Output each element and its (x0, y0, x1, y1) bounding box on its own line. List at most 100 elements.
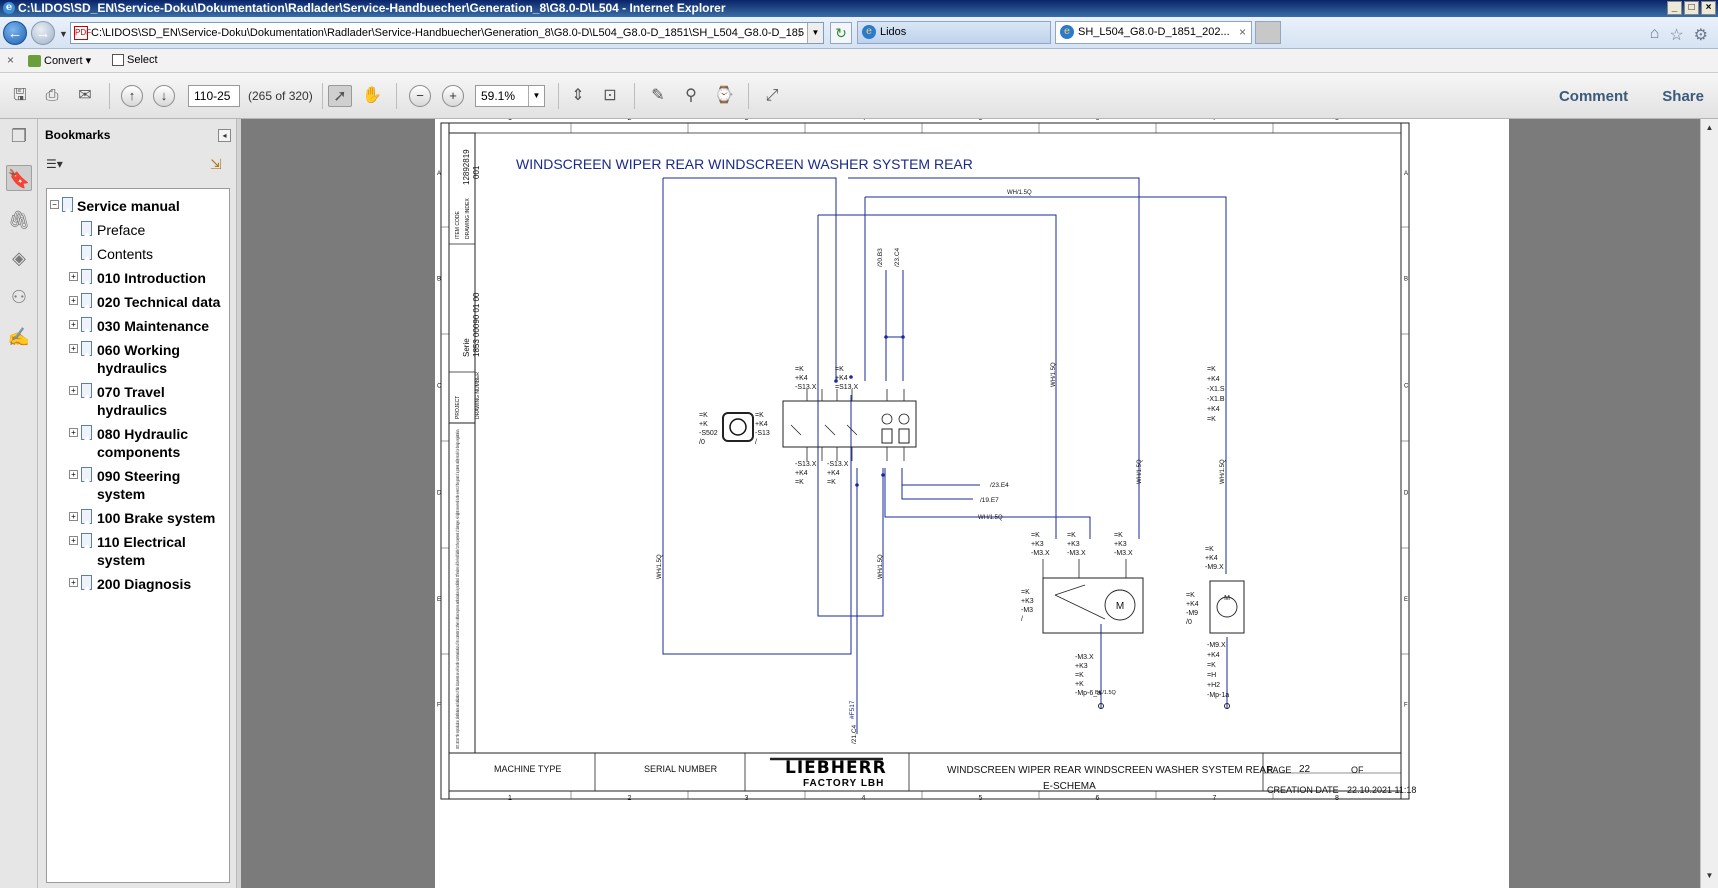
expand-icon[interactable]: + (69, 296, 78, 305)
convert-button[interactable]: Convert ▾ (28, 54, 91, 68)
panel-splitter[interactable] (236, 119, 241, 888)
wire-inner-mid (818, 214, 1057, 539)
next-page-button[interactable]: ↓ (152, 85, 176, 107)
bookmark-item[interactable]: +060 Working hydraulics (47, 341, 229, 377)
collapse-panel-icon[interactable]: ◂ (218, 129, 231, 142)
print-icon[interactable]: ⎙ (45, 87, 59, 104)
minimize-button[interactable]: _ (1667, 1, 1682, 15)
grid-row-label: B (1404, 277, 1408, 283)
schematic-label: -Mp-6_a (1075, 690, 1101, 697)
maximize-button[interactable]: □ (1684, 1, 1699, 15)
bookmark-item[interactable]: +010 Introduction (47, 269, 229, 287)
zoom-select[interactable]: 59.1% ▼ (475, 85, 545, 107)
bookmark-item[interactable]: +100 Brake system (47, 509, 229, 527)
full-screen-icon[interactable]: ⤢ (765, 87, 779, 104)
switch-contact (790, 424, 802, 436)
email-icon[interactable]: ✉ (78, 87, 92, 104)
wire-junction (855, 483, 859, 487)
refresh-button[interactable]: ↻ (830, 22, 852, 44)
bookmark-item[interactable]: +020 Technical data (47, 293, 229, 311)
vertical-scrollbar[interactable]: ▲ ▼ (1700, 119, 1718, 888)
bookmark-options-icon[interactable]: ☰▾ (46, 157, 63, 171)
tab-service-manual[interactable]: e SH_L504_G8.0-D_1851_202... × (1055, 21, 1252, 44)
scroll-up-icon[interactable]: ▲ (1705, 123, 1714, 132)
expand-icon[interactable]: + (69, 386, 78, 395)
bookmark-item[interactable]: +090 Steering system (47, 467, 229, 503)
back-button[interactable]: ← (3, 21, 27, 45)
drawing-inner-frame (448, 122, 1402, 800)
collapse-icon[interactable]: − (50, 200, 59, 209)
attach-icon[interactable]: ⚲ (685, 87, 697, 104)
layers-icon[interactable]: ◈ (12, 248, 26, 268)
convert-icon (28, 55, 41, 68)
close-button[interactable]: × (1701, 1, 1716, 15)
bookmark-item[interactable]: −Service manual (47, 197, 229, 215)
expand-icon[interactable]: + (69, 428, 78, 437)
bookmark-item[interactable]: +080 Hydraulic components (47, 425, 229, 461)
grid-row-label: D (1404, 491, 1409, 497)
share-button[interactable]: Share (1662, 88, 1704, 105)
expand-icon[interactable]: + (69, 536, 78, 545)
schematic-drawing: 1122334455667788AABBCCDDEEFFITEM CODE128… (437, 119, 1410, 802)
bookmark-item[interactable]: +030 Maintenance (47, 317, 229, 335)
zoom-dropdown-icon[interactable]: ▼ (528, 86, 544, 106)
close-toolbar-icon[interactable]: × (7, 53, 15, 67)
zoom-in-button[interactable]: + (441, 85, 465, 107)
cross-reference: /21.C4 (851, 724, 858, 744)
select-button[interactable]: Select (112, 54, 158, 67)
expand-icon[interactable]: + (69, 470, 78, 479)
expand-icon[interactable]: + (69, 578, 78, 587)
zoom-out-button[interactable]: − (408, 85, 432, 107)
schematic-label: /0 (1186, 619, 1192, 626)
internet-explorer-icon: e (3, 2, 15, 14)
expand-icon[interactable]: + (69, 320, 78, 329)
motor-m9 (1209, 580, 1245, 634)
sign-icon[interactable]: ✎ (651, 87, 665, 104)
history-dropdown-icon[interactable]: ▼ (59, 29, 68, 39)
expand-icon[interactable]: + (69, 344, 78, 353)
lamp-symbol (881, 413, 893, 425)
new-tab-button[interactable] (1255, 21, 1281, 44)
fit-page-icon[interactable]: ⊡ (603, 87, 617, 104)
forward-button[interactable]: → (31, 21, 55, 45)
drawing-number-label: DRAWING NUMBER (475, 372, 481, 419)
bookmarks-title: Bookmarks (45, 128, 111, 142)
wire-label: WH/1.5Q (657, 554, 663, 579)
bookmark-item[interactable]: +110 Electrical system (47, 533, 229, 569)
expand-icon[interactable]: + (69, 512, 78, 521)
comment-button[interactable]: Comment (1558, 88, 1629, 105)
previous-page-button[interactable]: ↑ (120, 85, 144, 107)
address-bar[interactable]: PDF C:\LIDOS\SD_EN\Service-Doku\Dokument… (70, 22, 824, 44)
page-thumbnails-icon[interactable]: ❐ (10, 126, 28, 146)
bookmark-item[interactable]: Preface (47, 221, 229, 239)
address-dropdown-icon[interactable]: ▼ (807, 23, 823, 43)
hand-tool-icon[interactable]: ✋ (362, 87, 382, 104)
bookmark-item[interactable]: +070 Travel hydraulics (47, 383, 229, 419)
tools-gear-icon[interactable]: ⚙ (1693, 27, 1708, 44)
signatures-icon[interactable]: ✍ (7, 327, 31, 347)
page-number-input[interactable]: 110-25 (188, 85, 240, 107)
grid-column-label: 1 (508, 119, 512, 122)
schematic-label: =K (1067, 532, 1076, 539)
scroll-down-icon[interactable]: ▼ (1705, 871, 1714, 880)
bookmarks-icon[interactable]: 🔖 (6, 165, 32, 191)
home-icon[interactable]: ⌂ (1649, 25, 1660, 42)
expand-icon[interactable]: + (69, 272, 78, 281)
wire-label: WH/1.5Q (1137, 459, 1143, 484)
select-tool-icon[interactable]: ➚ (328, 85, 352, 107)
search-binoculars-icon[interactable]: ⚇ (10, 287, 28, 307)
bookmark-item[interactable]: +200 Diagnosis (47, 575, 229, 593)
search-icon[interactable]: ⌕ (798, 26, 805, 40)
serial-number-label: SERIAL NUMBER (644, 764, 718, 774)
grid-column-label: 6 (1096, 119, 1100, 122)
save-icon[interactable]: 🖫 (13, 87, 27, 104)
tab-lidos[interactable]: e Lidos (857, 21, 1051, 44)
favorites-star-icon[interactable]: ☆ (1669, 27, 1684, 44)
schematic-label: =K (1031, 532, 1040, 539)
stamp-icon[interactable]: ⌚ (714, 87, 734, 104)
attachments-icon[interactable]: 🖇 (7, 210, 31, 230)
bookmark-expand-icon[interactable]: ⇲ (210, 156, 222, 172)
fit-width-icon[interactable]: ⇕ (571, 87, 585, 104)
tab-close-icon[interactable]: × (1238, 25, 1246, 39)
bookmark-item[interactable]: Contents (47, 245, 229, 263)
